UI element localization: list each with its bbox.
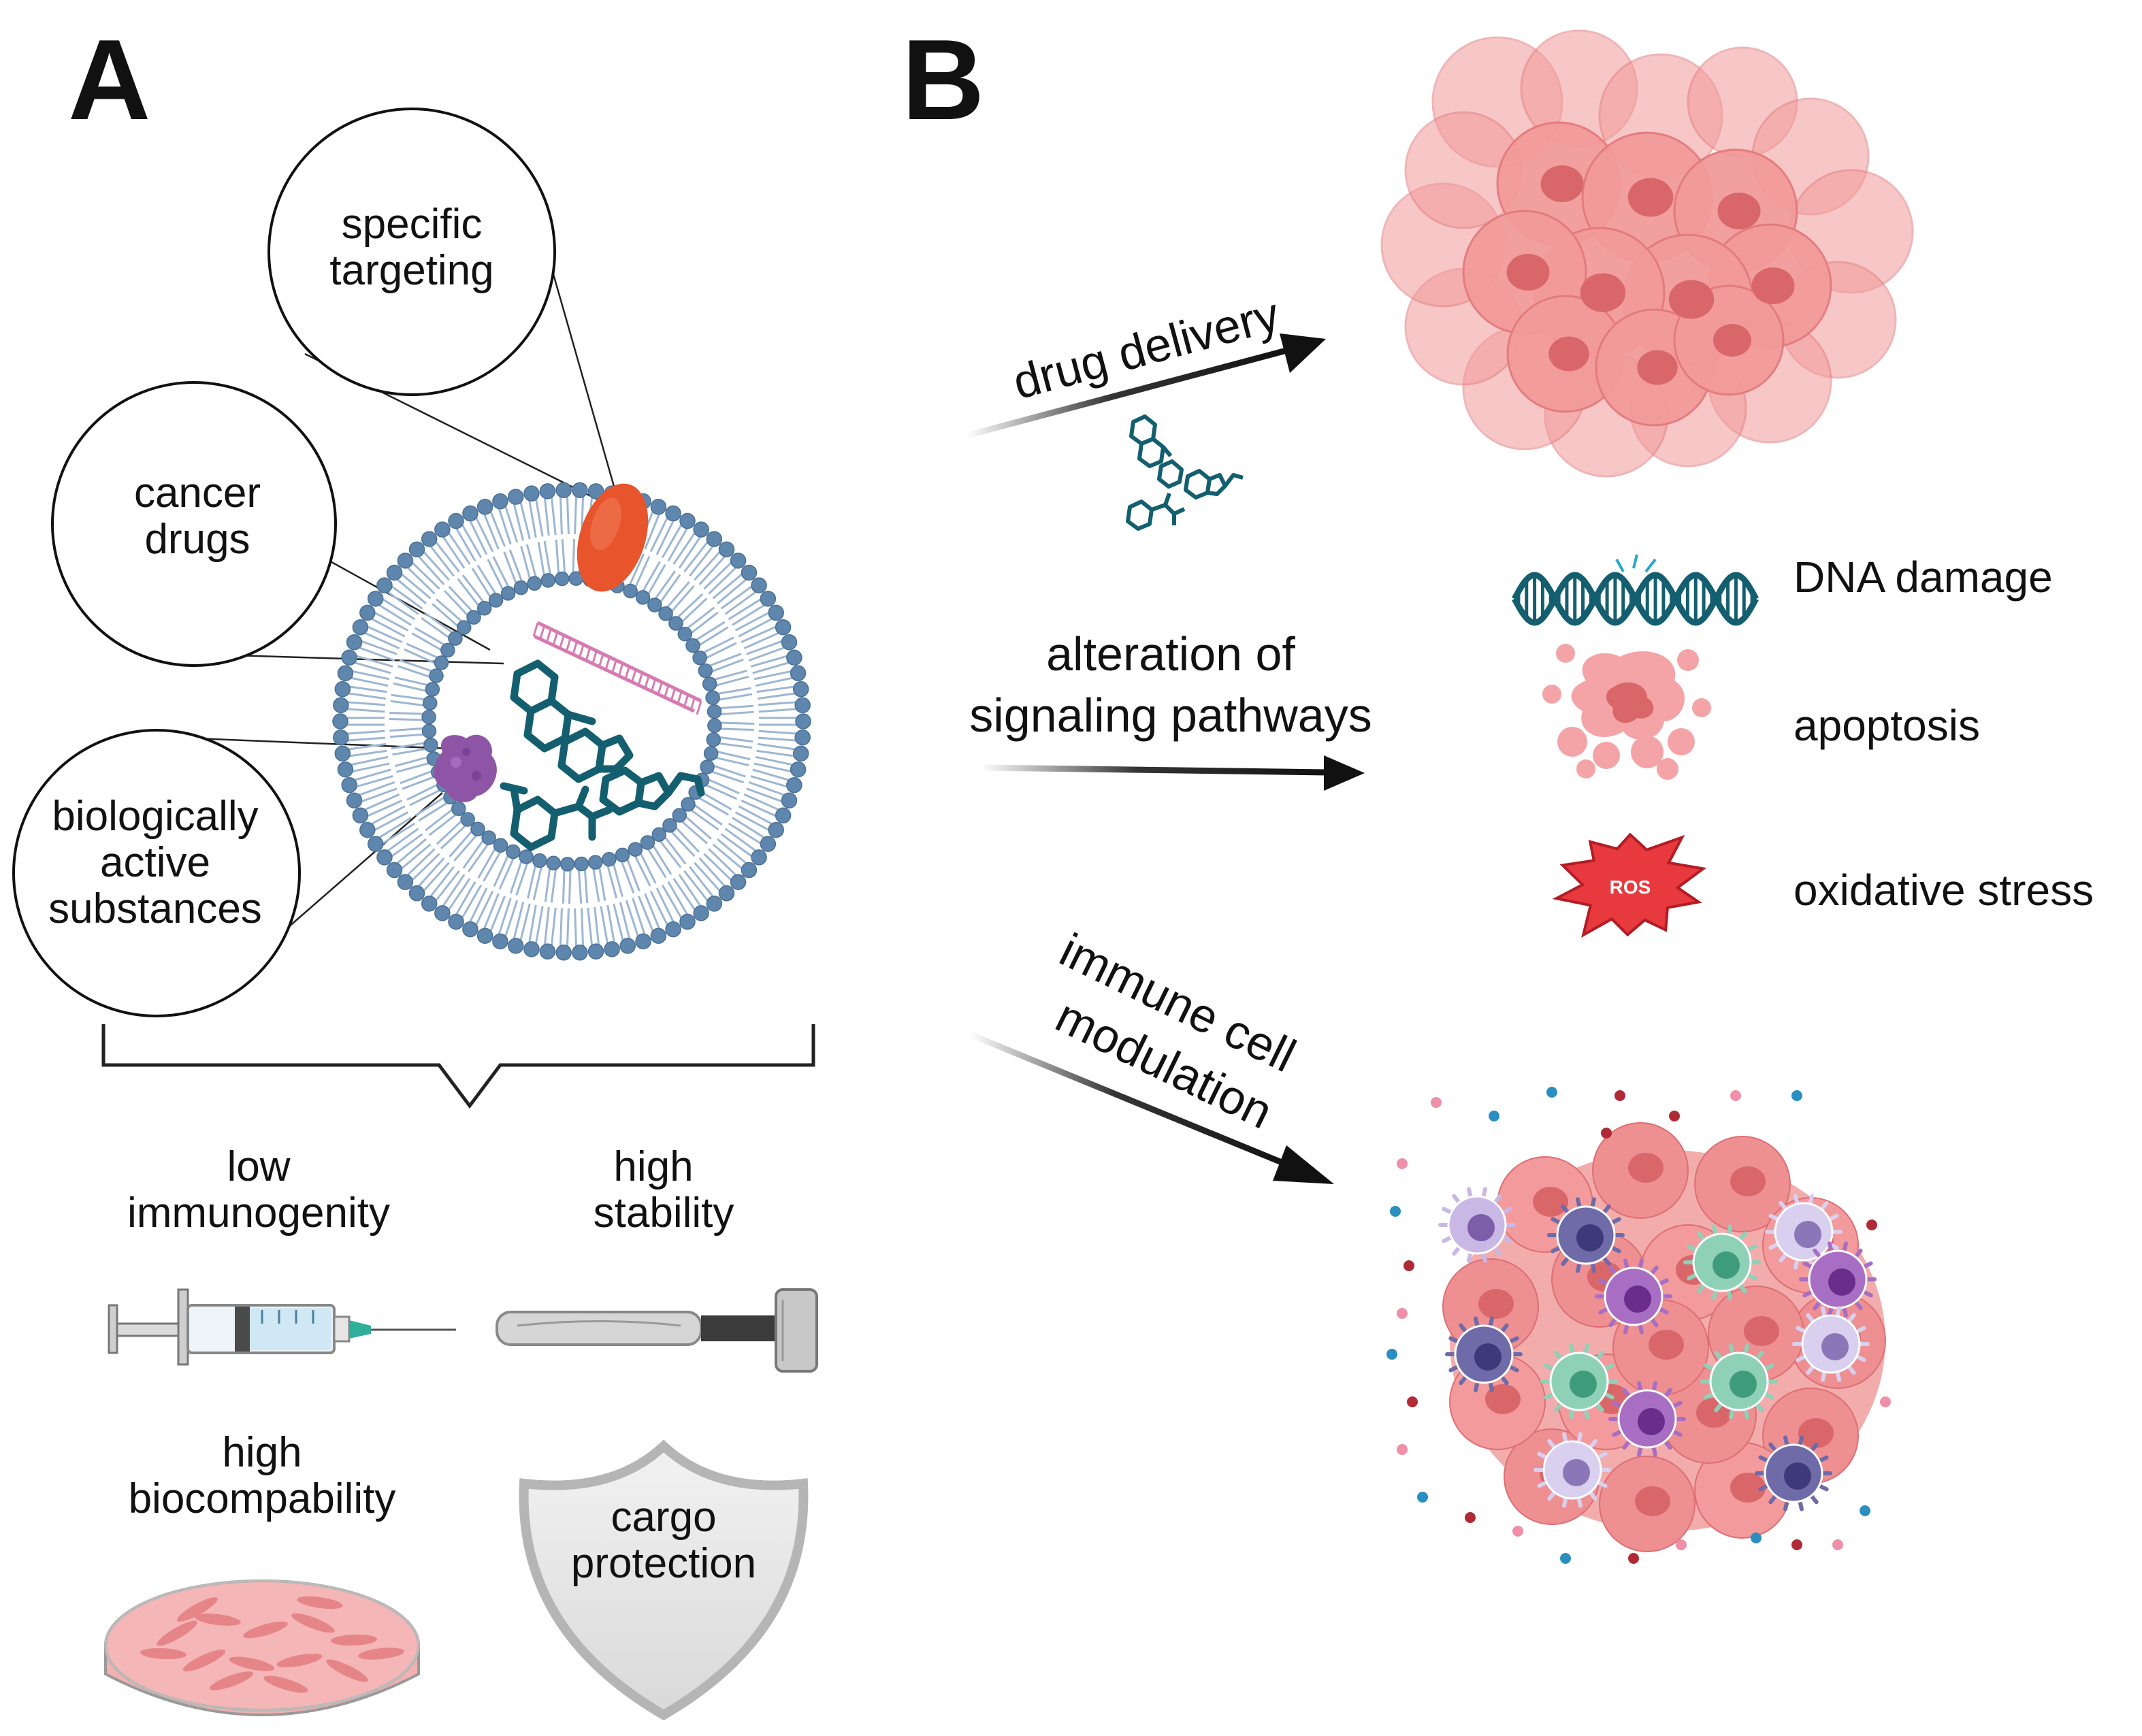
cargo-protection-shield-icon: cargo protection [519,1439,809,1721]
apoptosis-icon [1542,644,1711,780]
properties-bracket [101,1024,815,1109]
targeting-receptor-icon [577,483,649,592]
property-immunogenity-line2: immunogenity [127,1190,390,1237]
arrow-drug-delivery: drug delivery [965,287,1326,439]
tumor-cell-cluster-icon [1380,29,1914,478]
property-high-biocompability: high biocompability [129,1429,396,1522]
rna-strand-icon [532,621,702,715]
drug-molecules-icon [500,659,705,851]
liposome-vesicle [332,482,811,961]
property-low-immunogenity: low immunogenity [127,1143,390,1237]
panel-b-letter: B [902,16,984,144]
tumor-microenvironment-icon [1386,1087,1891,1564]
dna-damage-icon [1512,554,1759,626]
property-immunogenity-line1: low [227,1143,290,1190]
arrow-signaling-pathways: alteration of signaling pathways [969,627,1372,791]
arrow-immune-modulation: immune cell modulation [969,923,1334,1184]
callout-cancer-drugs: cancer drugs [51,381,337,667]
property-biocompability-line2: biocompability [129,1475,396,1522]
ros-icon: ROS [1552,832,1707,938]
protein-icon [434,734,497,802]
callout-substances-line3: substances [48,885,262,932]
stability-tool-icon [496,1288,818,1373]
label-signaling-line2: signaling pathways [969,689,1372,742]
outer-lipid-layer [332,482,811,961]
ros-badge-label: ROS [1610,877,1651,898]
property-cargo-line2: protection [571,1540,756,1587]
label-oxidative-stress: oxidative stress [1794,866,2094,915]
callout-specific-targeting: specific targeting [267,108,556,396]
callout-bubble [12,729,301,1017]
property-stability-line2: stability [594,1190,734,1237]
property-biocompability-line1: high [222,1429,302,1476]
panel-a-letter: A [68,16,150,144]
callout-bubble [51,381,337,667]
callout-targeting-line1: specific [342,201,483,248]
callout-substances-line2: active [100,839,210,886]
label-dna-damage: DNA damage [1794,553,2053,602]
label-apoptosis: apoptosis [1794,701,1980,750]
property-stability-line1: high [613,1143,693,1190]
petri-dish-icon [104,1579,420,1716]
label-signaling-line1: alteration of [1046,627,1295,681]
callout-targeting-line2: targeting [329,247,493,294]
inner-lipid-layer [389,538,755,904]
callout-drugs-line1: cancer [134,470,261,517]
callout-biologically-active-substances: biologically active substances [12,729,301,1017]
callout-bubble [267,108,556,396]
property-cargo-line1: cargo [611,1494,716,1541]
small-drug-molecules-icon [1126,414,1244,531]
callout-substances-line1: biologically [52,793,258,840]
property-high-stability: high stability [594,1143,734,1237]
callout-drugs-line2: drugs [144,516,250,563]
syringe-icon [108,1288,456,1366]
